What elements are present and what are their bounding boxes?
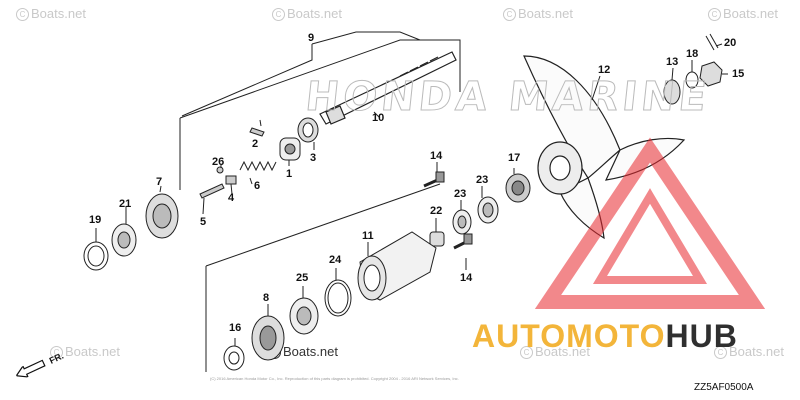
callout-9-leader: [181, 44, 313, 117]
callout-15: 15: [732, 68, 745, 80]
callout-11: 11: [362, 230, 374, 242]
callout-1: 1: [286, 168, 293, 180]
coupler-1: [279, 137, 301, 161]
callout-5: 5: [200, 216, 207, 228]
propeller-12: [523, 55, 686, 240]
copyright-text: (C) 2016 American Honda Motor Co., Inc. …: [210, 376, 459, 381]
frame-lower: [205, 183, 441, 267]
callout-8: 8: [263, 292, 270, 304]
bearing-25: [289, 297, 319, 335]
bearing-22: [429, 231, 445, 247]
callout-9: 9: [308, 32, 315, 44]
brand-logo-icon: [534, 137, 766, 309]
callout-6: 6: [254, 180, 261, 192]
nut-15: [699, 61, 723, 87]
hub-17: [505, 173, 531, 203]
pin-2: [249, 127, 265, 137]
callout-23-right: 23: [476, 174, 489, 186]
callout-26: 26: [212, 156, 225, 168]
collar-3: [297, 117, 319, 143]
bolt-14-lower: [453, 233, 473, 250]
callout-10: 10: [372, 112, 385, 124]
callout-7: 7: [156, 176, 163, 188]
callout-16: 16: [229, 322, 242, 334]
gear-7: [145, 193, 179, 239]
brand-part-2: MOTO: [566, 318, 666, 354]
bevel-gear-8: [251, 315, 285, 361]
diagram-code: ZZ5AF0500A: [694, 382, 754, 393]
ball-26: [216, 166, 224, 174]
callout-24: 24: [329, 254, 342, 266]
callout-3: 3: [310, 152, 317, 164]
brand-wordmark: AUTOMOTOHUB: [472, 318, 738, 355]
callout-2: 2: [252, 138, 259, 150]
washer-19: [83, 241, 109, 271]
callout-21: 21: [119, 198, 132, 210]
arrow-left-icon: [15, 359, 46, 378]
bearing-21: [111, 223, 137, 257]
bolt-14-upper: [423, 171, 445, 188]
callout-22: 22: [430, 205, 443, 217]
callout-9-hook: [311, 31, 421, 45]
callout-14-lower: 14: [460, 272, 473, 284]
o-ring-24: [324, 279, 352, 317]
pin-4: [225, 175, 237, 185]
callout-17: 17: [508, 152, 521, 164]
gear-case-11: [357, 231, 437, 301]
callout-18: 18: [686, 48, 699, 60]
callout-12: 12: [598, 64, 611, 76]
callout-23-left: 23: [454, 188, 467, 200]
callout-25: 25: [296, 272, 309, 284]
washer-16-inner: [228, 351, 240, 365]
brand-part-3: HUB: [665, 318, 738, 354]
o-ring-24-inner: [327, 282, 349, 314]
front-direction-indicator: FR.: [13, 346, 67, 384]
rod-5: [199, 183, 225, 199]
bearing-23-right: [477, 196, 499, 224]
callout-4: 4: [228, 192, 235, 204]
spring-6: [239, 160, 277, 172]
callout-14-upper: 14: [430, 150, 443, 162]
callout-20: 20: [724, 37, 737, 49]
brand-part-1: AUTO: [472, 318, 567, 354]
cotter-pin-20: [705, 33, 719, 51]
drive-shaft: [319, 51, 457, 125]
callout-13: 13: [666, 56, 679, 68]
bearing-23-left: [452, 209, 472, 235]
marine-watermark: HONDA MARINE: [303, 74, 712, 120]
callout-19: 19: [89, 214, 102, 226]
frame-upper: [179, 39, 461, 119]
